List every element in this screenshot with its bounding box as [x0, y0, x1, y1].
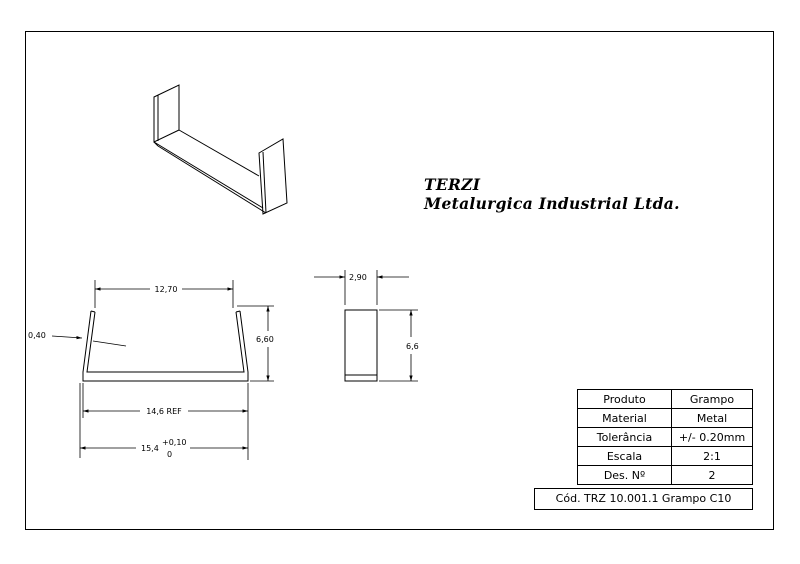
title-row: Des. Nº 2 [577, 465, 753, 485]
dim-side-width: 2,90 [349, 273, 367, 282]
dim-height: 6,60 [256, 335, 274, 344]
dimension-lines [51, 270, 418, 460]
dim-top-width: 12,70 [155, 285, 178, 294]
title-label: Des. Nº [577, 465, 672, 485]
dim-ref-width: 14,6 REF [146, 407, 182, 416]
isometric-view [153, 84, 288, 215]
title-row: Escala 2:1 [577, 446, 753, 466]
drawing-border [25, 31, 774, 530]
title-value: +/- 0.20mm [671, 427, 753, 447]
title-row: Material Metal [577, 408, 753, 428]
dim-side-height: 6,6 [406, 342, 419, 351]
dim-tolerance-lower: 0 [167, 450, 172, 459]
dim-tolerance-upper: +0,10 [162, 438, 187, 447]
title-value: 2 [671, 465, 753, 485]
front-view [82, 310, 249, 382]
title-block: Produto Grampo Material Metal Tolerância… [577, 389, 753, 485]
dim-thickness: 0,40 [28, 331, 46, 340]
company-subtitle: Metalurgica Industrial Ltda. [424, 194, 680, 213]
company-name: TERZI [424, 175, 481, 194]
title-value: Grampo [671, 389, 753, 409]
title-label: Produto [577, 389, 672, 409]
title-label: Escala [577, 446, 672, 466]
title-label: Material [577, 408, 672, 428]
title-label: Tolerância [577, 427, 672, 447]
dim-overall-width: 15,4 [141, 444, 159, 453]
side-view [344, 309, 378, 382]
title-value: Metal [671, 408, 753, 428]
drawing-code: Cód. TRZ 10.001.1 Grampo C10 [534, 488, 753, 510]
title-value: 2:1 [671, 446, 753, 466]
title-row: Tolerância +/- 0.20mm [577, 427, 753, 447]
title-row: Produto Grampo [577, 389, 753, 409]
dimension-texts: 12,70 0,40 6,60 14,6 REF 15,4 +0,10 0 2,… [28, 273, 419, 459]
